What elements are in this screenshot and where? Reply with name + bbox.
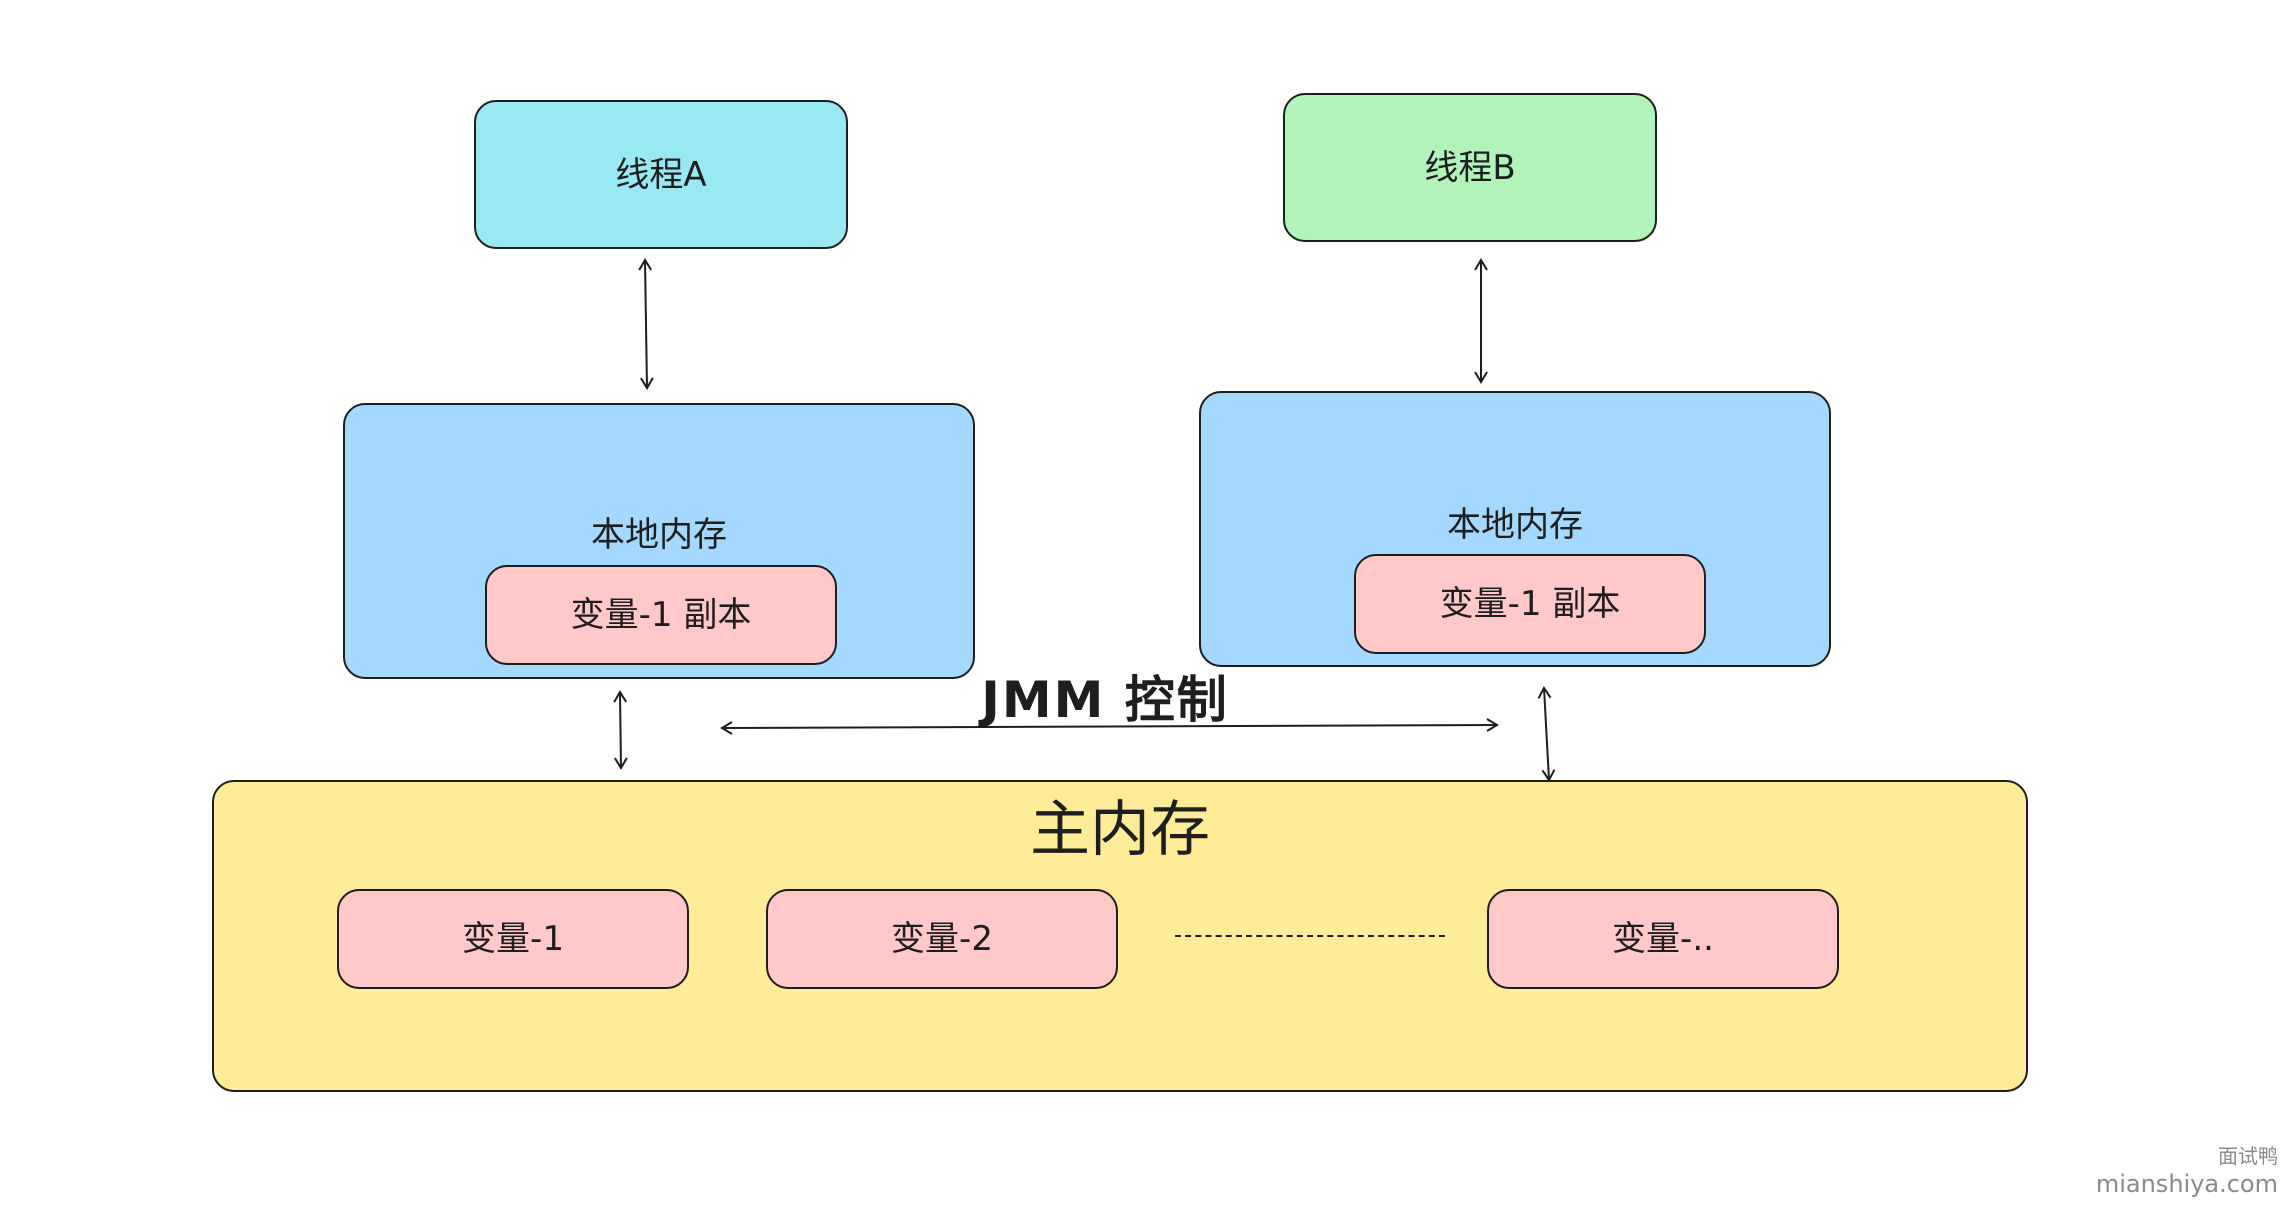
- variable-copy-a-label: 变量-1 副本: [570, 595, 752, 635]
- thread-a-label: 线程A: [615, 154, 707, 195]
- local-memory-a-label: 本地内存: [591, 515, 727, 555]
- jmm-control-label: JMM 控制: [981, 671, 1229, 729]
- ellipsis-dashed-line: [1175, 935, 1445, 941]
- local-b-main-arrow: [1537, 686, 1556, 782]
- watermark-url: mianshiya.com: [2095, 1170, 2278, 1198]
- main-variable-1-box: 变量-1: [337, 889, 689, 989]
- thread-a-box: 线程A: [474, 100, 848, 249]
- main-variable-n-box: 变量-..: [1487, 889, 1839, 989]
- main-variable-n-label: 变量-..: [1612, 919, 1714, 959]
- variable-copy-b-label: 变量-1 副本: [1439, 584, 1621, 624]
- jmm-control-arrow: [720, 718, 1499, 735]
- thread-b-box: 线程B: [1283, 93, 1657, 242]
- main-variable-2-label: 变量-2: [891, 919, 993, 959]
- watermark-site-name: 面试鸭: [2218, 1144, 2278, 1168]
- main-memory-label: 主内存: [1030, 795, 1210, 865]
- thread-a-local-arrow: [638, 258, 654, 390]
- main-variable-1-label: 变量-1: [462, 919, 564, 959]
- local-a-main-arrow: [613, 690, 628, 770]
- variable-copy-a-box: 变量-1 副本: [485, 565, 837, 665]
- variable-copy-b-box: 变量-1 副本: [1354, 554, 1706, 654]
- local-memory-b-label: 本地内存: [1447, 505, 1583, 545]
- thread-b-label: 线程B: [1424, 147, 1516, 188]
- main-variable-2-box: 变量-2: [766, 889, 1118, 989]
